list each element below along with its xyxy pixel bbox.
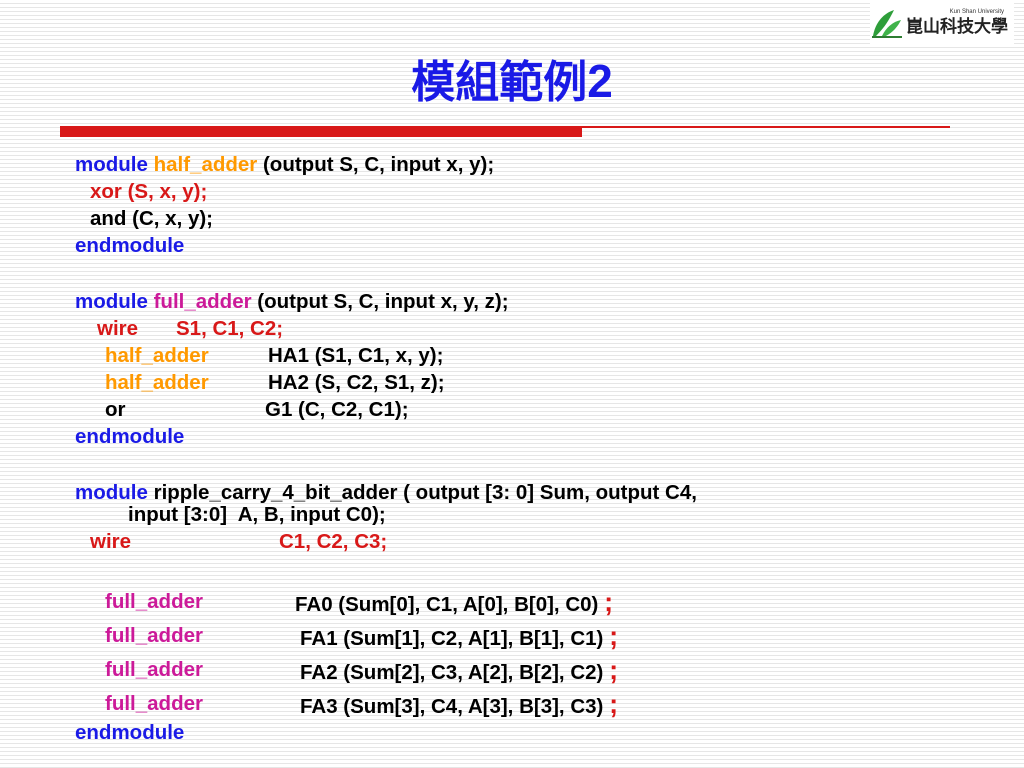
code-line: full_adder FA2 (Sum[2], C3, A[2], B[2], C… [105,657,618,685]
code-line: module half_adder (output S, C, input x,… [75,153,494,177]
module-name: full_adder [153,290,252,313]
instance-type: full_adder [105,692,203,715]
keyword-module: module [75,481,148,504]
port-list: (output S, C, input x, y, z); [257,290,509,313]
wire-list: C1, C2, C3; [279,530,388,553]
instance: FA1 (Sum[1], C2, A[1], B[1], C1) [300,627,604,650]
semicolon: ; [604,587,614,617]
code-line: endmodule [75,425,185,448]
instance-type: full_adder [105,658,203,681]
logo-text-en: Kun Shan University [949,9,1004,15]
logo-text: Kun Shan University 崑山科技大學 [906,8,1008,38]
code-line: wire S1, C1, C2; [97,317,283,341]
instance: FA3 (Sum[3], C4, A[3], B[3], C3) [300,695,604,718]
code-line: wire C1, C2, C3; [90,530,387,554]
instance: FA2 (Sum[2], C3, A[2], B[2], C2) [300,661,604,684]
title-divider-thick [60,126,582,137]
module-declaration: ripple_carry_4_bit_adder ( output [3: 0]… [153,481,697,504]
code-line: input [3:0] A, B, input C0); [128,503,386,526]
gate-type: or [105,398,126,421]
instance-type: full_adder [105,624,203,647]
keyword-module: module [75,153,148,176]
instance: HA1 (S1, C1, x, y); [268,344,444,367]
leaf-icon [872,10,902,38]
wire-list: S1, C1, C2; [176,317,284,340]
code-line: full_adder FA0 (Sum[0], C1, A[0], B[0], C… [105,589,613,617]
keyword-wire: wire [97,317,139,340]
slide-title: 模組範例2 [0,46,1024,110]
code-line: module full_adder (output S, C, input x,… [75,290,509,314]
code-line: half_adder HA1 (S1, C1, x, y); [105,344,443,368]
code-line: or G1 (C, C2, C1); [105,398,409,422]
keyword-module: module [75,290,148,313]
logo-text-zh: 崑山科技大學 [906,17,1008,37]
module-name: half_adder [153,153,258,176]
instance-type: half_adder [105,344,209,367]
code-line: endmodule [75,721,185,744]
title-text: 模組範例 [411,57,588,108]
instance-type: full_adder [105,590,203,613]
code-line: module ripple_carry_4_bit_adder ( output… [75,481,697,505]
code-line: half_adder HA2 (S, C2, S1, z); [105,371,445,395]
instance-type: half_adder [105,371,209,394]
title-divider-thin [582,126,950,128]
code-line: full_adder FA1 (Sum[1], C2, A[1], B[1], C… [105,623,618,651]
code-line: and (C, x, y); [90,207,214,230]
code-line: xor (S, x, y); [90,180,208,203]
port-list: (output S, C, input x, y); [262,153,495,176]
instance: HA2 (S, C2, S1, z); [268,371,445,394]
semicolon: ; [609,621,619,651]
semicolon: ; [609,689,619,719]
university-logo: Kun Shan University 崑山科技大學 [870,2,1014,44]
instance: FA0 (Sum[0], C1, A[0], B[0], C0) [295,593,599,616]
code-line: full_adder FA3 (Sum[3], C4, A[3], B[3], C… [105,691,618,719]
keyword-wire: wire [90,530,132,553]
code-line: endmodule [75,234,185,257]
instance: G1 (C, C2, C1); [265,398,409,421]
title-number: 2 [587,55,613,107]
semicolon: ; [609,655,619,685]
